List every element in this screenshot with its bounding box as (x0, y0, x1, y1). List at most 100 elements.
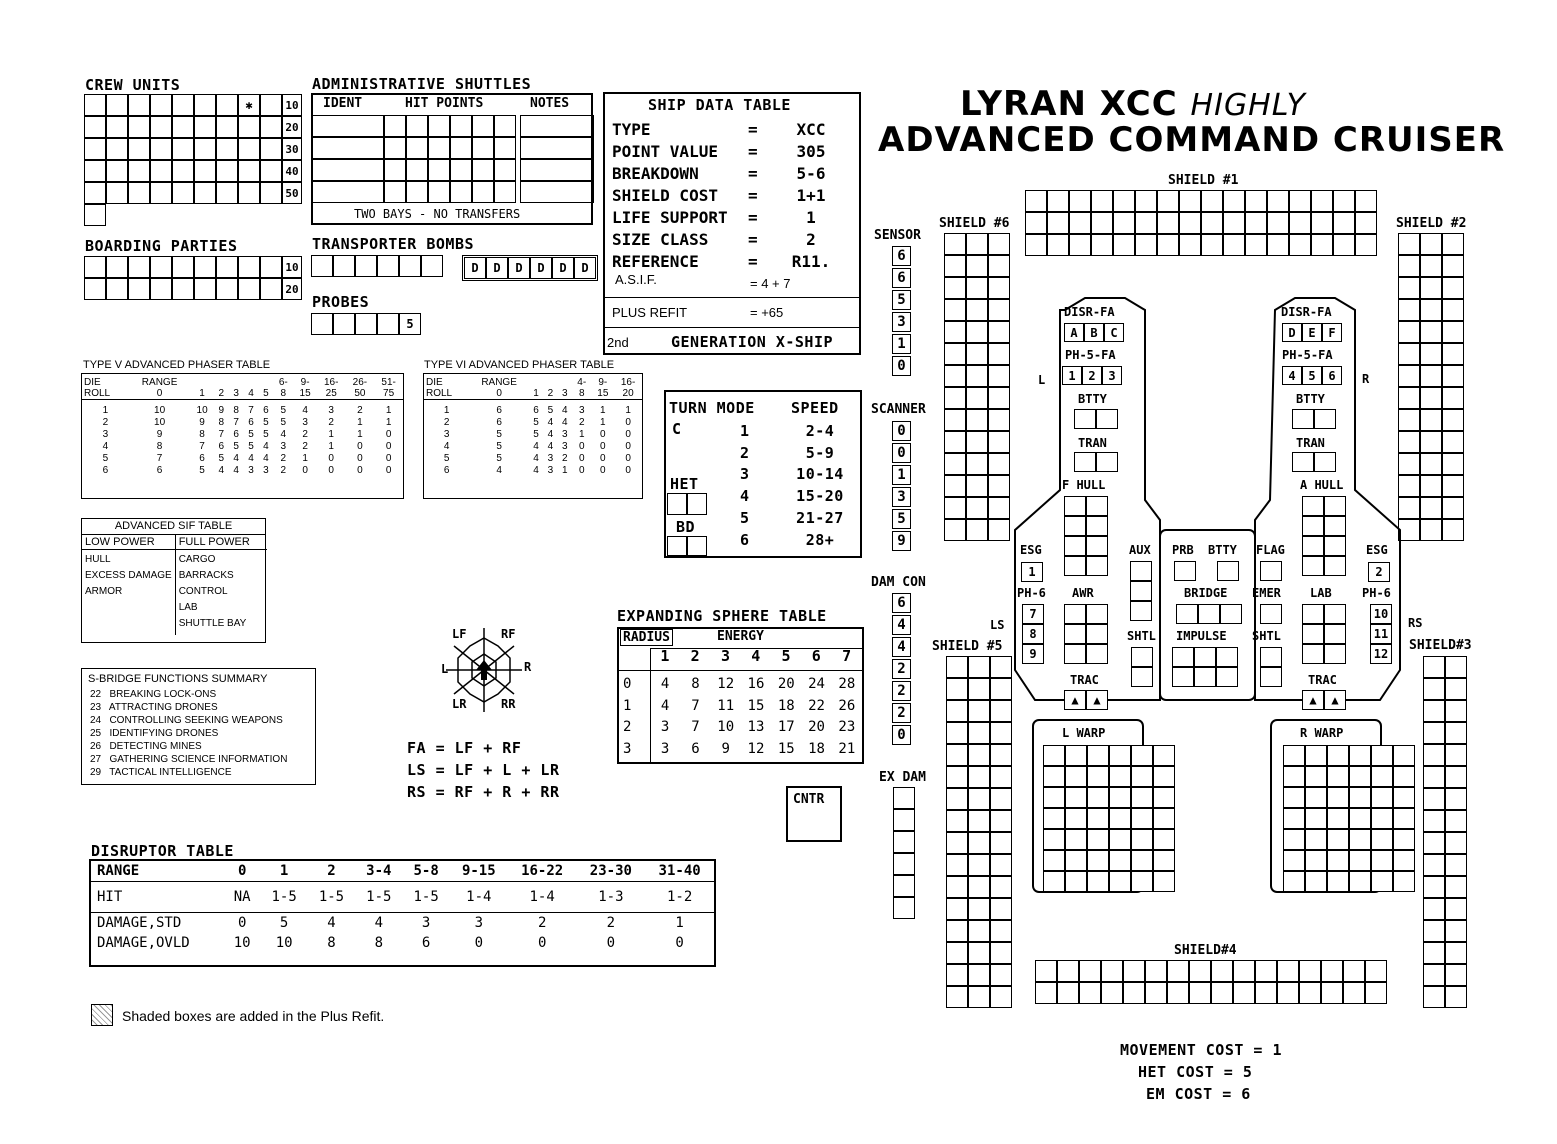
emer-box[interactable] (1260, 604, 1282, 624)
shield6-box[interactable] (988, 431, 1010, 453)
ph5-fa-left-box[interactable]: 3 (1102, 366, 1122, 385)
shield3-box[interactable] (1445, 898, 1467, 920)
exdam-box[interactable] (893, 853, 915, 875)
shuttle-hp-box[interactable] (450, 181, 472, 203)
shield5-box[interactable] (968, 964, 990, 986)
lwarp-box[interactable] (1109, 871, 1131, 892)
shield4-box[interactable] (1035, 960, 1057, 982)
ph6-left-box[interactable]: 7 (1022, 604, 1044, 624)
probe-box[interactable] (333, 313, 355, 335)
trac-right-box[interactable]: ▲ (1324, 690, 1346, 710)
shield5-box[interactable] (946, 898, 968, 920)
shield1-box[interactable] (1025, 234, 1047, 256)
lwarp-box[interactable] (1131, 808, 1153, 829)
shield3-box[interactable] (1423, 744, 1445, 766)
shield2-box[interactable] (1420, 233, 1442, 255)
exdam-box[interactable] (893, 831, 915, 853)
shield1-box[interactable] (1135, 212, 1157, 234)
tran-left-box[interactable] (1096, 452, 1118, 472)
shield4-box[interactable] (1123, 982, 1145, 1004)
crew-box[interactable] (84, 116, 106, 138)
shuttle-ident-cell[interactable] (312, 115, 384, 137)
impulse-box[interactable] (1172, 667, 1194, 687)
rwarp-box[interactable] (1283, 745, 1305, 766)
shield4-box[interactable] (1101, 982, 1123, 1004)
lwarp-box[interactable] (1065, 766, 1087, 787)
crew-box[interactable] (260, 138, 282, 160)
crew-box[interactable] (128, 116, 150, 138)
shield1-box[interactable] (1157, 234, 1179, 256)
shield1-box[interactable] (1201, 190, 1223, 212)
fhull-box[interactable] (1064, 496, 1086, 516)
boarding-box[interactable] (106, 256, 128, 278)
shield6-box[interactable] (966, 233, 988, 255)
shield5-box[interactable] (946, 964, 968, 986)
sensor-box[interactable]: 6 (892, 268, 911, 288)
lwarp-box[interactable] (1153, 787, 1175, 808)
lwarp-box[interactable] (1043, 850, 1065, 871)
probe-box[interactable] (311, 313, 333, 335)
shield3-box[interactable] (1423, 766, 1445, 788)
tbomb-box[interactable] (311, 255, 333, 277)
shield1-box[interactable] (1333, 212, 1355, 234)
lwarp-box[interactable] (1043, 829, 1065, 850)
shield1-box[interactable] (1179, 190, 1201, 212)
rwarp-box[interactable] (1283, 850, 1305, 871)
shield3-box[interactable] (1423, 986, 1445, 1008)
shield1-box[interactable] (1245, 234, 1267, 256)
shuttle-ident-cell[interactable] (312, 181, 384, 203)
boarding-box[interactable] (172, 278, 194, 300)
btty-left-box[interactable] (1096, 409, 1118, 429)
crew-box[interactable] (106, 138, 128, 160)
crew-box[interactable] (128, 94, 150, 116)
damcon-box[interactable]: 6 (892, 593, 911, 613)
shield1-box[interactable] (1311, 190, 1333, 212)
boarding-box[interactable] (194, 278, 216, 300)
shield1-box[interactable] (1091, 190, 1113, 212)
het-boxes[interactable] (667, 493, 707, 515)
scanner-box[interactable]: 1 (892, 465, 911, 485)
rwarp-box[interactable] (1283, 808, 1305, 829)
lwarp-box[interactable] (1131, 850, 1153, 871)
shuttle-hp-box[interactable] (472, 181, 494, 203)
shield6-box[interactable] (966, 321, 988, 343)
lab[interactable] (1302, 604, 1346, 664)
shield1-box[interactable] (1069, 234, 1091, 256)
boarding-box[interactable] (216, 278, 238, 300)
boarding-box[interactable] (150, 256, 172, 278)
fhull-box[interactable] (1086, 536, 1108, 556)
shuttle-row[interactable] (312, 159, 594, 181)
ph6-left-box[interactable]: 9 (1022, 644, 1044, 664)
lab-box[interactable] (1302, 604, 1324, 624)
shield1-box[interactable] (1355, 190, 1377, 212)
ahull-box[interactable] (1302, 556, 1324, 576)
tbomb-d-box[interactable]: D (486, 257, 508, 279)
shtl-right-box[interactable] (1260, 667, 1282, 687)
crew-box[interactable] (194, 160, 216, 182)
impulse-box[interactable] (1172, 647, 1194, 667)
rwarp-box[interactable] (1371, 766, 1393, 787)
aux-box[interactable] (1130, 581, 1152, 601)
shield1-box[interactable] (1091, 212, 1113, 234)
shield1-box[interactable] (1201, 234, 1223, 256)
ph6-left-box[interactable]: 8 (1022, 624, 1044, 644)
disr-fa-left-box[interactable]: C (1104, 323, 1124, 342)
shield1-box[interactable] (1025, 212, 1047, 234)
bridge[interactable] (1176, 604, 1242, 624)
awr-box[interactable] (1086, 604, 1108, 624)
crew-box[interactable] (84, 160, 106, 182)
lwarp-box[interactable] (1043, 808, 1065, 829)
shield2-box[interactable] (1398, 365, 1420, 387)
shield5-box[interactable] (990, 678, 1012, 700)
shield1-box[interactable] (1289, 212, 1311, 234)
lwarp-box[interactable] (1087, 787, 1109, 808)
shield5-box[interactable] (946, 766, 968, 788)
bridge-box[interactable] (1198, 604, 1220, 624)
scanner-box[interactable]: 0 (892, 443, 911, 463)
lwarp-box[interactable] (1043, 766, 1065, 787)
